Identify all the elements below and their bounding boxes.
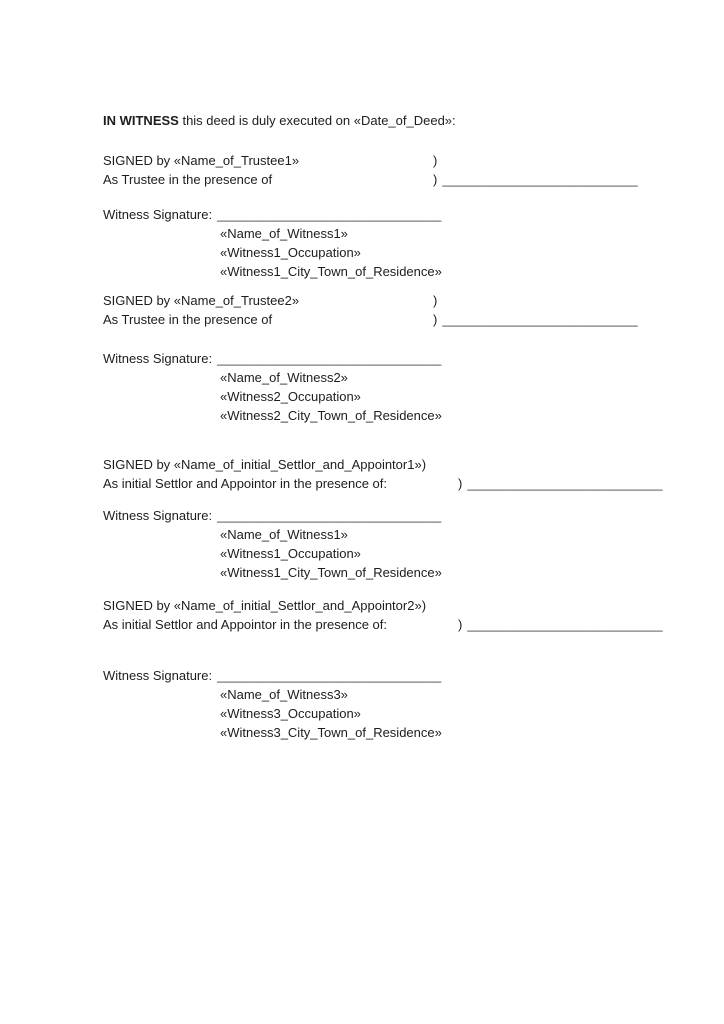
signed-row: SIGNED by «Name_of_initial_Settlor_and_A…	[103, 596, 684, 615]
signed-row: SIGNED by «Name_of_initial_Settlor_and_A…	[103, 455, 684, 474]
witness-section-2: Witness Signature: ______________________…	[103, 349, 684, 425]
witness-name-field: «Name_of_Witness1»	[220, 527, 348, 542]
witness-residence-field: «Witness2_City_Town_of_Residence»	[220, 408, 442, 423]
witness-section-3: Witness Signature: ______________________…	[103, 506, 684, 582]
signature-block-appointor1: SIGNED by «Name_of_initial_Settlor_and_A…	[103, 455, 684, 493]
capacity-text: As initial Settlor and Appointor in the …	[103, 476, 388, 491]
witness-signature-line: _______________________________	[217, 508, 442, 523]
signature-block-trustee2: SIGNED by «Name_of_Trustee2» ) As Truste…	[103, 291, 684, 329]
settlor-signature-line: ___________________________	[467, 617, 663, 632]
settlor-signature-line: ___________________________	[467, 476, 663, 491]
paren-mark: )	[458, 617, 463, 632]
witness-signature-label: Witness Signature:	[103, 668, 213, 683]
witness-signature-label: Witness Signature:	[103, 351, 213, 366]
witness-name-field: «Name_of_Witness1»	[220, 226, 348, 241]
witness-signature-row: Witness Signature: ______________________…	[103, 205, 684, 224]
paren-and-signature-line: ) ___________________________	[458, 615, 663, 634]
witness-occupation-field: «Witness2_Occupation»	[220, 389, 361, 404]
witness-merge-fields: «Name_of_Witness2» «Witness2_Occupation»…	[220, 368, 684, 425]
witness-merge-fields: «Name_of_Witness1» «Witness1_Occupation»…	[220, 224, 684, 281]
paren-mark: )	[433, 153, 438, 168]
paren-and-signature-line: ) ___________________________	[433, 310, 638, 329]
witness-signature-row: Witness Signature: ______________________…	[103, 349, 684, 368]
paren-mark: )	[433, 312, 438, 327]
intro-rest-text: this deed is duly executed on «Date_of_D…	[178, 113, 456, 128]
capacity-text: As Trustee in the presence of	[103, 172, 273, 187]
capacity-row: As initial Settlor and Appointor in the …	[103, 474, 684, 493]
signed-text: SIGNED by «Name_of_Trustee2»	[103, 293, 300, 308]
paren-and-signature-line: ) ___________________________	[458, 474, 663, 493]
paren-mark: )	[458, 476, 463, 491]
witness-signature-line: _______________________________	[217, 668, 442, 683]
witness-occupation-field: «Witness1_Occupation»	[220, 546, 361, 561]
witness-occupation-field: «Witness1_Occupation»	[220, 245, 361, 260]
witness-signature-line: _______________________________	[217, 351, 442, 366]
paren-mark: )	[433, 293, 438, 308]
trustee-signature-line: ___________________________	[442, 312, 638, 327]
trustee-signature-line: ___________________________	[442, 172, 638, 187]
witness-residence-field: «Witness1_City_Town_of_Residence»	[220, 565, 442, 580]
witness-residence-field: «Witness1_City_Town_of_Residence»	[220, 264, 442, 279]
witness-signature-label: Witness Signature:	[103, 508, 213, 523]
signed-text: SIGNED by «Name_of_initial_Settlor_and_A…	[103, 598, 427, 613]
paren-and-signature-line: ) ___________________________	[433, 170, 638, 189]
witness-name-field: «Name_of_Witness3»	[220, 687, 348, 702]
signed-row: SIGNED by «Name_of_Trustee1» )	[103, 151, 684, 170]
intro-bold-text: IN WITNESS	[103, 113, 179, 128]
witness-signature-row: Witness Signature: ______________________…	[103, 666, 684, 685]
signed-text: SIGNED by «Name_of_initial_Settlor_and_A…	[103, 457, 427, 472]
witness-signature-row: Witness Signature: ______________________…	[103, 506, 684, 525]
capacity-row: As initial Settlor and Appointor in the …	[103, 615, 684, 634]
witness-section-1: Witness Signature: ______________________…	[103, 205, 684, 281]
signed-row: SIGNED by «Name_of_Trustee2» )	[103, 291, 684, 310]
capacity-row: As Trustee in the presence of ) _________…	[103, 170, 684, 189]
paren-mark: )	[433, 172, 438, 187]
capacity-row: As Trustee in the presence of ) _________…	[103, 310, 684, 329]
witness-merge-fields: «Name_of_Witness1» «Witness1_Occupation»…	[220, 525, 684, 582]
witness-signature-label: Witness Signature:	[103, 207, 213, 222]
capacity-text: As Trustee in the presence of	[103, 312, 273, 327]
witness-name-field: «Name_of_Witness2»	[220, 370, 348, 385]
witness-occupation-field: «Witness3_Occupation»	[220, 706, 361, 721]
capacity-text: As initial Settlor and Appointor in the …	[103, 617, 388, 632]
witness-section-4: Witness Signature: ______________________…	[103, 666, 684, 742]
witness-residence-field: «Witness3_City_Town_of_Residence»	[220, 725, 442, 740]
intro-line: IN WITNESS this deed is duly executed on…	[103, 111, 684, 130]
signature-block-appointor2: SIGNED by «Name_of_initial_Settlor_and_A…	[103, 596, 684, 634]
signature-block-trustee1: SIGNED by «Name_of_Trustee1» ) As Truste…	[103, 151, 684, 189]
signed-text: SIGNED by «Name_of_Trustee1»	[103, 153, 300, 168]
witness-merge-fields: «Name_of_Witness3» «Witness3_Occupation»…	[220, 685, 684, 742]
witness-signature-line: _______________________________	[217, 207, 442, 222]
